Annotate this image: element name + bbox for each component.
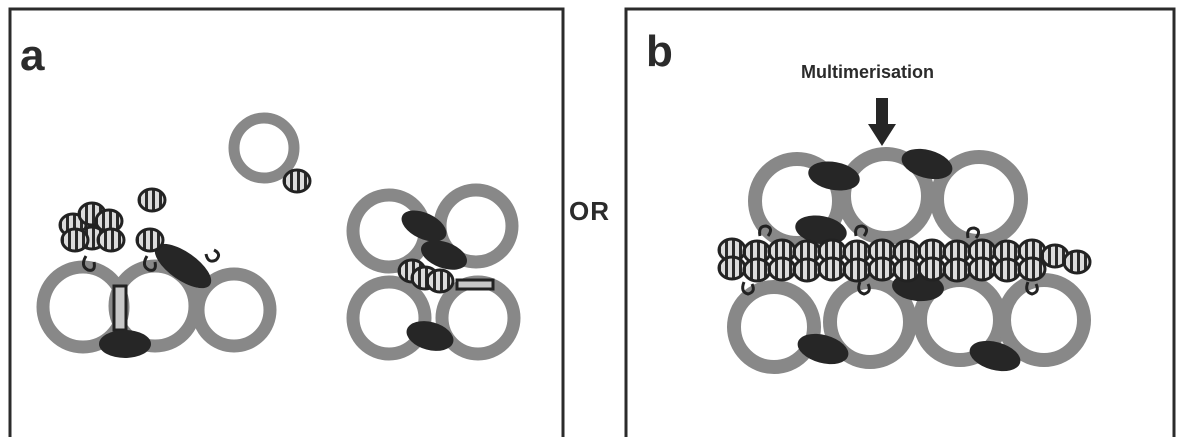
striped-subunit <box>137 187 167 213</box>
ring <box>823 275 917 369</box>
hook-mark <box>966 226 981 239</box>
panel-b-label: b <box>646 27 673 76</box>
ring <box>837 147 935 245</box>
hook-mark <box>854 224 869 237</box>
dark-subunit <box>401 210 447 242</box>
striped-subunit <box>282 168 312 194</box>
hook-mark <box>1025 281 1039 296</box>
down-arrow-icon <box>868 98 896 146</box>
striped-subunit <box>96 227 126 253</box>
hook-mark <box>857 281 871 296</box>
multimerisation-annotation: Multimerisation <box>801 62 935 82</box>
striped-subunit <box>135 227 165 253</box>
dark-subunit <box>901 148 953 180</box>
dark-subunit <box>99 330 151 358</box>
or-separator-label: OR <box>569 196 610 226</box>
dark-subunit <box>969 340 1021 372</box>
hook-mark <box>204 248 221 263</box>
dark-subunit <box>421 240 467 270</box>
dark-subunit <box>808 161 860 191</box>
panel-a-frame <box>8 7 565 437</box>
ring <box>191 267 277 353</box>
panel-a-label: a <box>20 31 45 80</box>
hook-mark <box>81 255 96 272</box>
ring <box>346 275 432 361</box>
hook-mark <box>758 224 773 237</box>
dark-subunit <box>797 333 849 365</box>
linker-rod <box>455 278 495 291</box>
dark-subunit <box>406 321 454 351</box>
linker-rod <box>112 284 128 332</box>
panel-b-frame <box>624 7 1176 437</box>
striped-subunit <box>425 268 455 294</box>
striped-subunit <box>60 227 90 253</box>
striped-filament <box>717 237 1092 283</box>
hook-mark <box>142 255 157 272</box>
ring <box>997 273 1091 367</box>
panel-b-content <box>717 98 1092 374</box>
dark-subunit <box>154 243 212 289</box>
panel-a-content <box>36 112 521 361</box>
hook-mark <box>741 281 755 296</box>
ring <box>228 112 300 184</box>
ring <box>727 280 821 374</box>
dark-subunit <box>795 215 847 245</box>
